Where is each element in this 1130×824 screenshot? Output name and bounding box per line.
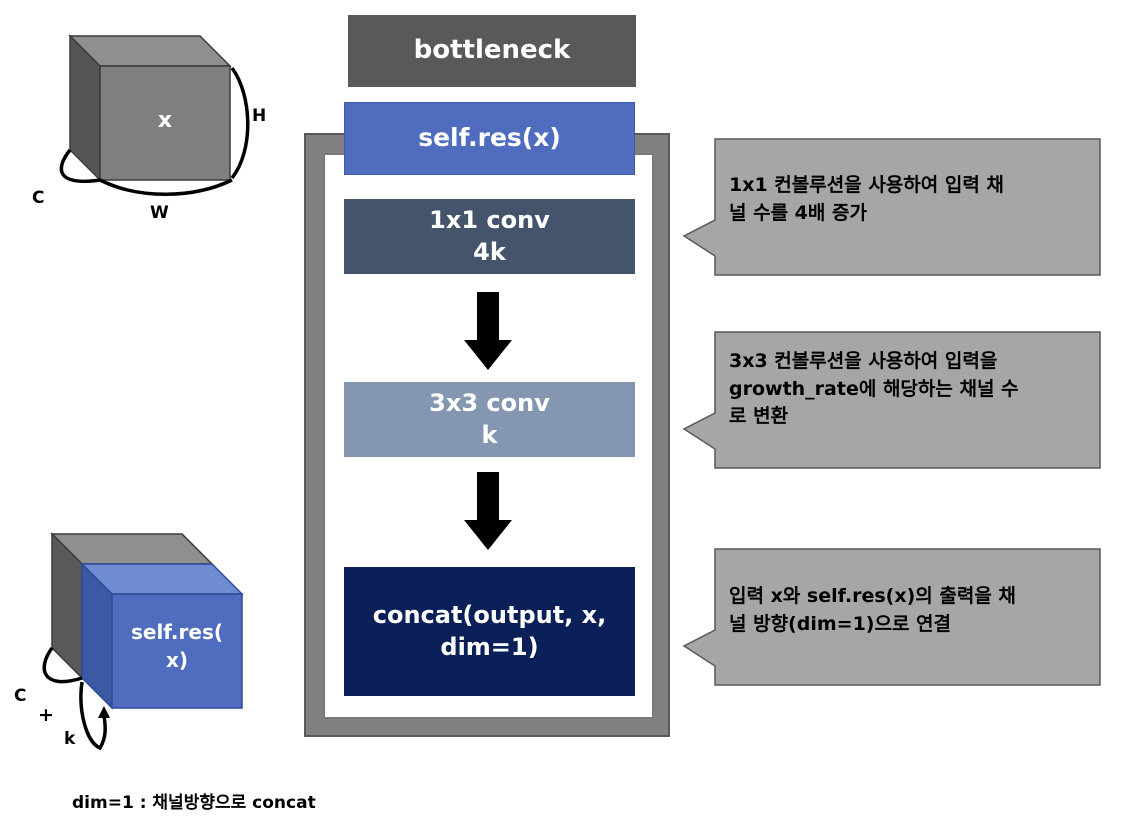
callout-conv3-text: 3x3 컨볼루션을 사용하여 입력을 growth_rate에 해당하는 채널 …	[729, 350, 1019, 428]
width-label: W	[150, 203, 169, 223]
self-res-block: self.res(x)	[344, 102, 635, 175]
growth-k-label: k	[64, 729, 76, 749]
callout-concat-text: 입력 x와 self.res(x)의 출력을 채 널 방향(dim=1)으로 연…	[729, 585, 1016, 635]
height-label: H	[252, 106, 267, 126]
conv3x3-block: 3x3 conv k	[344, 382, 635, 457]
callout-conv1-text: 1x1 컨볼루션을 사용하여 입력 채 널 수를 4배 증가	[729, 174, 1004, 224]
callout-shape	[682, 548, 1101, 686]
callout-shape	[682, 331, 1101, 469]
channel-label: C	[14, 686, 27, 706]
footnote: dim=1 : 채널방향으로 concat	[72, 793, 316, 813]
plus-sign: +	[38, 704, 54, 726]
conv1x1-block: 1x1 conv 4k	[344, 199, 635, 274]
input-cube	[59, 34, 250, 196]
output-cube-label: self.res( x)	[130, 620, 223, 672]
callout-shape	[682, 138, 1101, 276]
down-arrow-icon	[464, 472, 512, 550]
bottleneck-title: bottleneck	[348, 15, 636, 87]
concat-block: concat(output, x, dim=1)	[344, 567, 635, 696]
output-cube	[42, 532, 244, 751]
input-cube-label: x	[157, 108, 173, 133]
down-arrow-icon	[464, 292, 512, 370]
channel-label: C	[32, 188, 45, 208]
